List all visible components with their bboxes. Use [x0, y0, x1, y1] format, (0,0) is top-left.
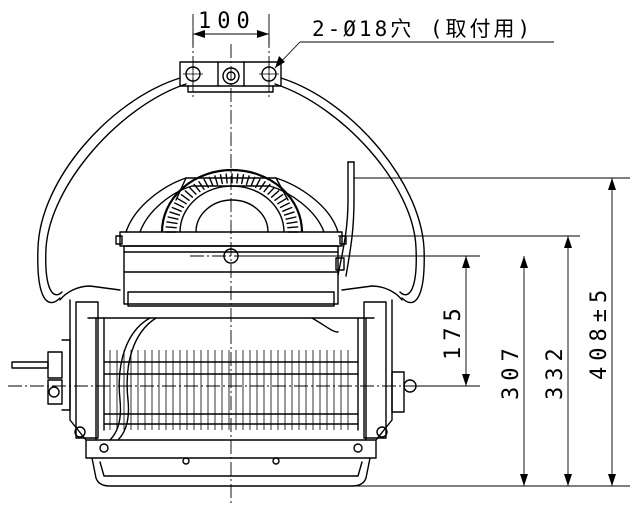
radiator-tick [177, 197, 187, 205]
dim-307-label: 307 [499, 342, 524, 400]
hole-note: 2-Ø18穴 (取付用) [312, 17, 533, 41]
radiator-tick [184, 190, 194, 198]
radiator-tick [274, 193, 284, 202]
radiator-tick [169, 211, 181, 216]
radiator-tick [165, 226, 177, 229]
dim-332-label: 332 [543, 342, 568, 400]
radiator-tick [254, 178, 261, 189]
radiator-tick [203, 178, 210, 189]
center-lines [8, 34, 418, 505]
dim-175-label: 175 [441, 302, 466, 360]
hole-dimension: 100 2-Ø18穴 (取付用) [192, 9, 554, 69]
radiator-tick [259, 180, 266, 191]
radiator-tick [240, 174, 245, 185]
heat-sink-body [11, 285, 417, 453]
radiator-tick [171, 206, 182, 212]
radiator-tick [193, 183, 201, 193]
radiator-tick [287, 226, 299, 229]
heat-sink-fins [109, 350, 349, 430]
upper-hood [125, 168, 339, 233]
dim-408-label: 408±5 [587, 284, 612, 380]
radiator-tick [174, 202, 185, 209]
radiator-tick [245, 175, 250, 186]
radiator-tick [270, 190, 280, 198]
radiator-tick [166, 221, 178, 225]
radiator-tick [208, 176, 214, 187]
radiator-tick [188, 186, 197, 195]
radiator-tick [267, 186, 276, 195]
radiator-tick [225, 173, 228, 184]
radiator-tick [286, 221, 298, 225]
radiator-tick [198, 180, 205, 191]
radiator-tick [277, 197, 287, 205]
power-cable [337, 161, 355, 277]
radiator-tick [219, 174, 224, 185]
height-dimensions: 175 307 332 408±5 [236, 177, 630, 487]
hole-pitch-label: 100 [198, 9, 256, 34]
radiator-tick [236, 173, 239, 184]
radiator-tick [282, 206, 293, 212]
radiator-tick [285, 216, 297, 220]
radiator-tick [263, 183, 271, 193]
radiator-tick [180, 193, 190, 202]
radiator-tick [250, 176, 256, 187]
radiator-tick [283, 211, 295, 216]
radiator-tick [279, 202, 290, 209]
radiator-tick [214, 175, 219, 186]
radiator-tick [167, 216, 179, 220]
